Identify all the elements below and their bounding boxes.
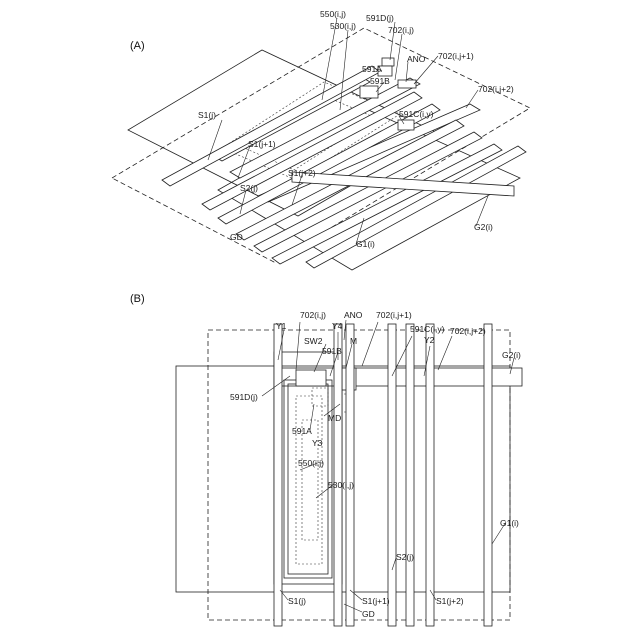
label-sw2: SW2 [304, 336, 323, 346]
label-702-ij2: 702(i,j+2) [478, 84, 514, 94]
label-y2: Y2 [424, 335, 435, 345]
label-591D: 591D(j) [366, 13, 394, 23]
label-591B-b: 591B [322, 346, 342, 356]
panel-b-label: (B) [130, 293, 145, 305]
signal-line-s2-j-b [388, 324, 396, 626]
label-702-ij-b: 702(i,j) [300, 310, 326, 320]
component-591C [398, 120, 414, 130]
label-g1: G1(i) [356, 239, 375, 249]
component-591D [382, 58, 394, 66]
label-702-ij: 702(i,j) [388, 25, 414, 35]
label-s2-j: S2(j) [240, 183, 258, 193]
label-591B: 591B [370, 76, 390, 86]
signal-line-s1-j-b [274, 324, 282, 626]
panel-a: (A) [112, 9, 530, 270]
signal-line-s1-j2-b [426, 324, 434, 626]
signal-line-s1-j1-b [346, 324, 354, 626]
label-702-ij1: 702(i,j+1) [438, 51, 474, 61]
label-591C-b: 591C(i,y) [410, 324, 445, 334]
component-591B [360, 86, 378, 98]
component-ano [398, 80, 416, 88]
label-s1-j1: S1(j+1) [248, 139, 276, 149]
label-530: 530(i,j) [330, 21, 356, 31]
label-s1-j: S1(j) [198, 110, 216, 120]
label-s2-j-b: S2(j) [396, 552, 414, 562]
label-702-ij2-b: 702(i,j+2) [450, 326, 486, 336]
electrode-702-ij1-b [406, 324, 414, 626]
label-550-b: 550(i,j) [298, 458, 324, 468]
label-gd-b: GD [362, 609, 375, 619]
switch-sw2 [296, 370, 326, 386]
label-g2: G2(i) [474, 222, 493, 232]
component-591A-b [312, 388, 328, 406]
label-y4: Y4 [332, 321, 343, 331]
label-s1-j-b: S1(j) [288, 596, 306, 606]
label-591C: 591C(i,y) [399, 109, 434, 119]
substrate-b [176, 366, 510, 592]
label-550: 550(i,j) [320, 9, 346, 19]
electrode-702-ij2-b [484, 324, 492, 626]
label-y1: Y1 [276, 321, 287, 331]
label-ano: ANO [407, 54, 426, 64]
label-s1-j2-b: S1(j+2) [436, 596, 464, 606]
label-g2-b: G2(i) [502, 350, 521, 360]
pixel-region-mid [284, 380, 332, 578]
panel-a-label: (A) [130, 40, 145, 52]
power-line-ano [334, 324, 342, 626]
label-g1-b: G1(i) [500, 518, 519, 528]
label-702-ij1-b: 702(i,j+1) [376, 310, 412, 320]
label-md: MD [328, 413, 341, 423]
label-591D-b: 591D(j) [230, 392, 258, 402]
label-s1-j2: S1(j+2) [288, 168, 316, 178]
label-591A: 591A [362, 64, 382, 74]
label-m: M [350, 336, 357, 346]
label-530-b: 530(i,j) [328, 480, 354, 490]
panel-b: (B) [130, 293, 522, 626]
label-s1-j1-b: S1(j+1) [362, 596, 390, 606]
label-591A-b: 591A [292, 426, 312, 436]
label-gd: GD [230, 232, 243, 242]
label-ano-b: ANO [344, 310, 363, 320]
label-y3: Y3 [312, 438, 323, 448]
